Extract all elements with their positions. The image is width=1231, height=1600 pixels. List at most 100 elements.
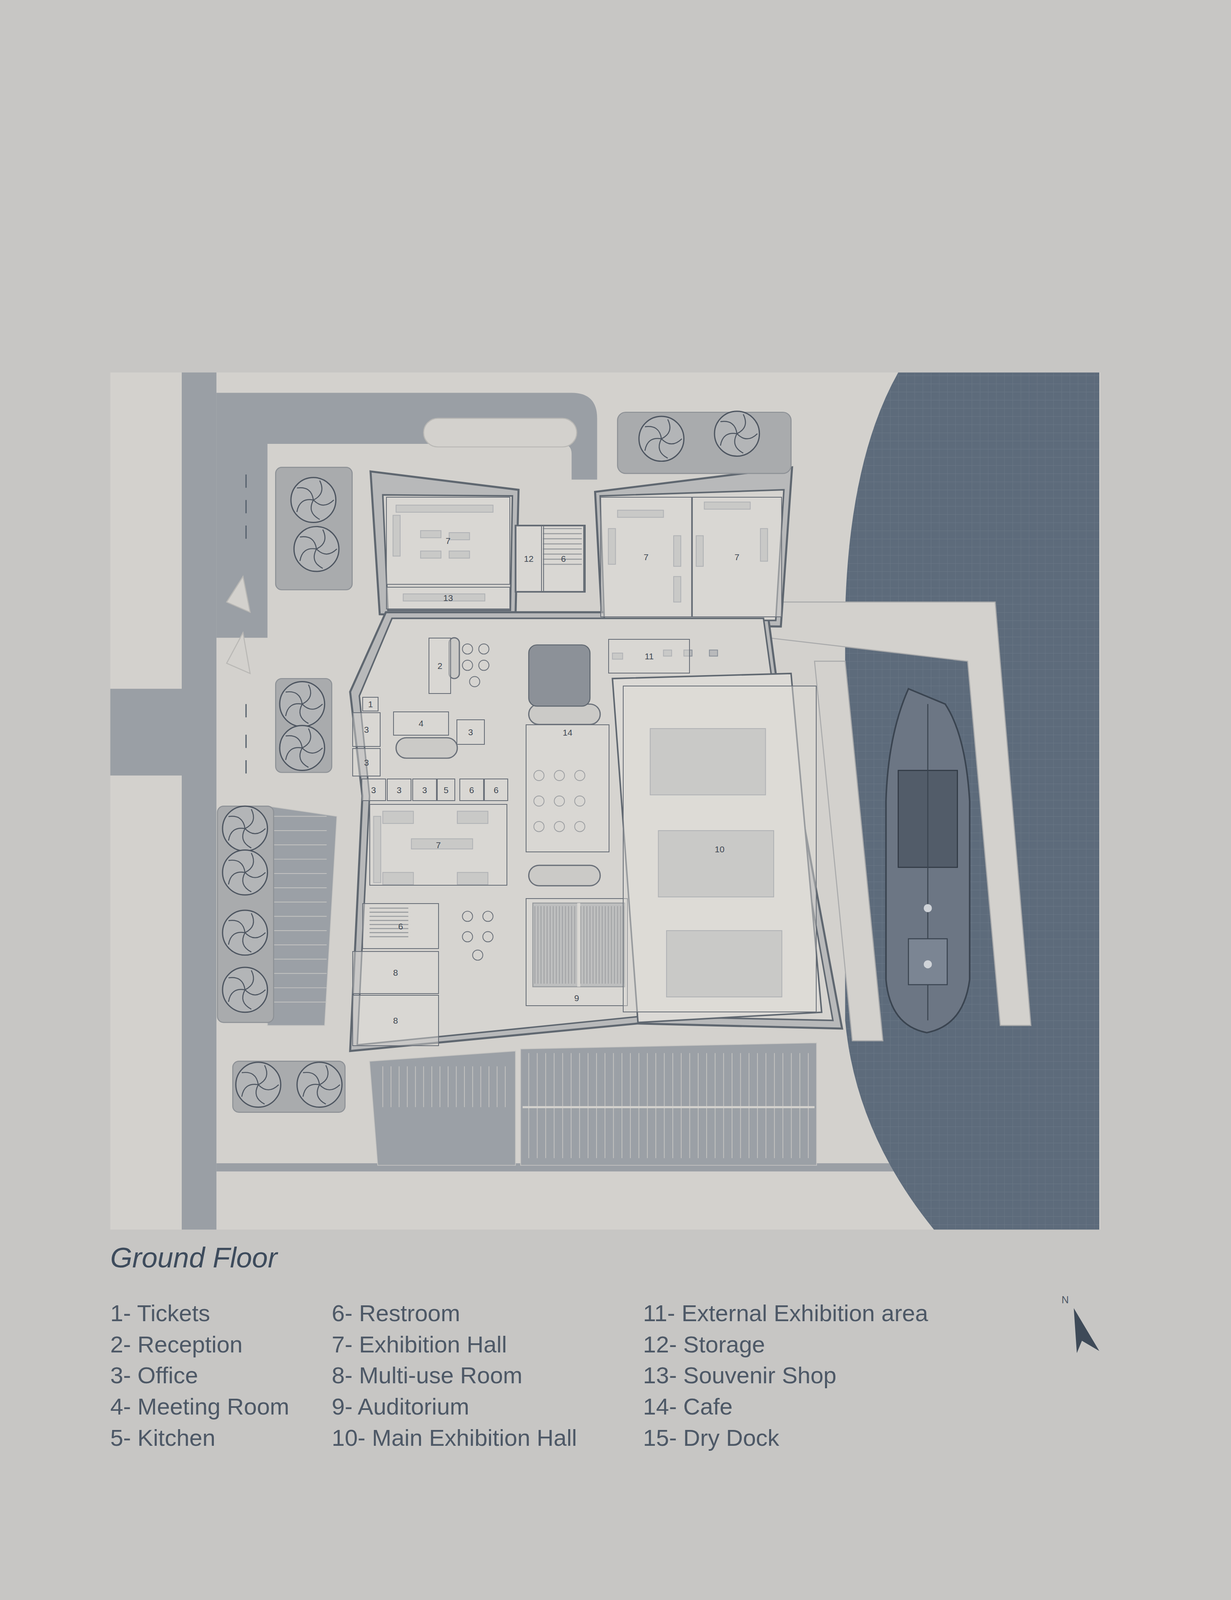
tree — [639, 416, 685, 462]
ship — [885, 689, 970, 1033]
parking-stripe — [406, 1066, 408, 1108]
legend-text: 15- Dry Dock — [643, 1424, 780, 1452]
parking-stripe — [528, 1053, 530, 1159]
tree — [314, 549, 324, 569]
parking-stripe — [271, 916, 327, 918]
parking-stripe — [706, 1053, 708, 1159]
room-number: 13 — [443, 593, 453, 603]
parking-stripe — [765, 1053, 767, 1159]
room-box: 7 — [369, 804, 508, 886]
room-number: 7 — [436, 840, 442, 850]
road — [216, 393, 597, 480]
tree — [285, 735, 303, 748]
road-arrow — [245, 704, 247, 718]
legend-text: 10- Main Exhibition Hall — [331, 1424, 577, 1452]
legend-text: 13- Souvenir Shop — [643, 1361, 837, 1390]
tree — [228, 816, 246, 829]
room-number: 1 — [368, 699, 374, 710]
parking-stripe — [596, 1053, 597, 1159]
tree — [661, 419, 670, 439]
tree — [228, 920, 246, 933]
parking-stripe — [553, 1053, 555, 1159]
tree — [245, 970, 254, 991]
room-box: 1 — [362, 696, 379, 712]
parking-stripe — [613, 1053, 615, 1159]
room-number: 9 — [574, 993, 580, 1003]
tree — [279, 725, 325, 771]
tree — [310, 500, 320, 520]
parking-stripe — [579, 1053, 580, 1159]
counter — [528, 704, 600, 725]
counter — [528, 865, 600, 886]
planter — [617, 412, 791, 474]
tree — [228, 860, 246, 873]
room-number: 8 — [393, 967, 399, 978]
room-box: 7 — [691, 496, 782, 618]
room-number: 7 — [643, 552, 649, 562]
room-number: 4 — [418, 718, 424, 729]
parking-stripe — [697, 1053, 699, 1159]
parking-stripe — [748, 1053, 750, 1159]
room-number: 10 — [714, 844, 725, 855]
planter — [275, 467, 353, 590]
building-floor — [600, 489, 785, 621]
parking-stripe — [807, 1053, 809, 1159]
tree — [300, 548, 317, 562]
parking-stripe — [271, 859, 327, 860]
room-number: 3 — [363, 724, 369, 735]
table — [462, 931, 473, 942]
parking-stripe — [723, 1053, 725, 1159]
room-box: 6 — [543, 525, 585, 592]
tree — [303, 1072, 320, 1085]
parking-stripe — [271, 1001, 327, 1003]
water — [844, 372, 1100, 1231]
parking-stripe — [629, 1053, 631, 1159]
table — [482, 931, 493, 942]
room-box: 12 — [515, 525, 543, 592]
room-box: 3 — [361, 778, 387, 802]
parking-stripe — [672, 1053, 674, 1159]
road-arrow — [245, 474, 247, 774]
island — [423, 418, 577, 448]
legend-text: 14- Cafe — [643, 1392, 733, 1421]
island — [226, 576, 251, 613]
tree — [228, 872, 246, 885]
tree — [258, 1065, 267, 1086]
room-number: 3 — [468, 727, 474, 738]
tree — [644, 426, 662, 439]
tree — [242, 872, 252, 893]
table — [472, 950, 483, 961]
building-wing — [595, 467, 793, 627]
tree — [258, 1085, 279, 1091]
parking-stripe — [655, 1053, 657, 1159]
tree — [222, 967, 268, 1013]
tree — [299, 704, 309, 724]
tree — [222, 806, 268, 852]
room-box: 6 — [362, 903, 439, 950]
parking-stripe — [496, 1066, 498, 1108]
parking-stripe — [456, 1066, 457, 1108]
parking-stripe — [488, 1066, 490, 1108]
parking-stripe — [398, 1066, 400, 1108]
table — [478, 660, 489, 671]
building-floor — [515, 525, 585, 592]
water — [844, 372, 1100, 1231]
legend-text: 5- Kitchen — [110, 1424, 216, 1452]
planter — [275, 678, 332, 773]
road — [181, 372, 217, 1231]
room-box: 3 — [352, 712, 382, 748]
island — [226, 632, 251, 674]
tree — [222, 849, 268, 896]
parking — [369, 1051, 516, 1166]
room-box: 6 — [459, 778, 484, 802]
tree — [245, 853, 254, 873]
counter — [396, 737, 458, 759]
legend-text: 11- External Exhibition area — [643, 1299, 929, 1328]
legend-text: 8- Multi-use Room — [331, 1361, 523, 1390]
parking-stripe — [271, 830, 327, 832]
tree — [644, 438, 662, 452]
legend-text: 2- Reception — [110, 1330, 243, 1359]
parking-stripe — [271, 987, 327, 989]
tree — [319, 1065, 328, 1086]
